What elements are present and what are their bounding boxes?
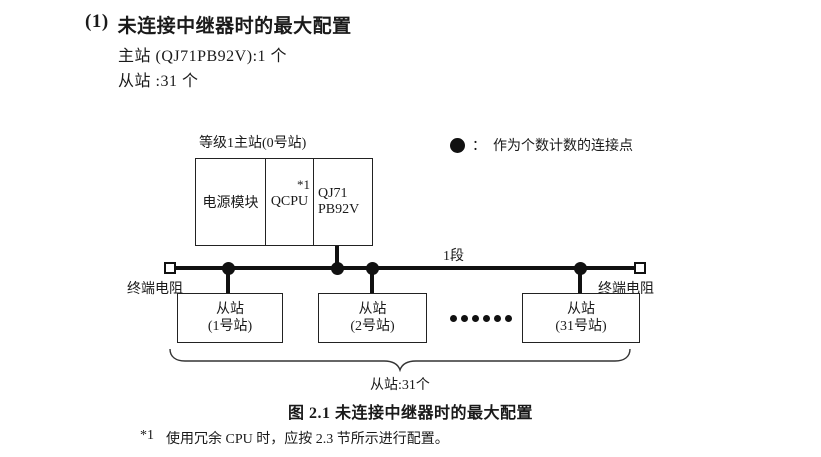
connection-dot [331,262,344,275]
qcpu-label: QCPU [270,194,309,209]
terminator-left-icon [164,262,176,274]
pb92v-line1: QJ71 [318,185,348,201]
footnote-ref: *1 [297,177,310,192]
qcpu-cell: *1 QCPU [266,159,314,245]
slave31-station-no: (31号站) [555,319,607,334]
legend: ： 作为个数计数的连接点 [450,135,633,155]
connection-dot [366,262,379,275]
bus-line [176,266,634,270]
ellipsis-dots-icon [450,315,512,322]
master-count-line: 主站 (QJ71PB92V):1 个 [118,48,288,65]
power-module-cell: 电源模块 [196,159,266,245]
slave1-drop-line [226,268,230,293]
page-title: 未连接中继器时的最大配置 [117,16,352,37]
terminator-left-label: 终端电阻 [127,282,183,297]
slave-count-line: 从站 :31 个 [118,73,199,90]
connection-dot [222,262,235,275]
terminator-right-icon [634,262,646,274]
legend-text: 作为个数计数的连接点 [493,139,633,154]
slave-box-31: 从站 (31号站) [522,293,640,343]
slave2-station-no: (2号站) [350,319,395,334]
master-station-label: 等级1主站(0号站) [199,136,307,151]
footnote-text: 使用冗余 CPU 时，应按 2.3 节所示进行配置。 [166,432,449,447]
legend-separator: ： [472,139,486,154]
pb92v-cell: QJ71 PB92V [314,159,372,245]
segment-label: 1段 [443,249,464,264]
pb92v-line2: PB92V [318,202,360,217]
section-heading: (1) 未连接中继器时的最大配置 [85,11,352,38]
master-drop-line [335,246,339,268]
slave1-label: 从站 [216,301,244,317]
figure-caption: 图 2.1 未连接中继器时的最大配置 [287,405,533,422]
slave31-label: 从站 [567,301,595,317]
section-index: (1) [85,11,109,32]
slave31-drop-line [578,268,582,293]
connection-dot [574,262,587,275]
master-station-box: 电源模块 *1 QCPU QJ71 PB92V [195,158,373,246]
slave2-drop-line [370,268,374,293]
footnote-marker: *1 [140,428,154,443]
slave2-label: 从站 [358,301,387,317]
slave-total-label: 从站:31个 [370,378,430,393]
slave-box-1: 从站 (1号站) [177,293,283,343]
slave-box-2: 从站 (2号站) [318,293,427,343]
slaves-brace [169,348,631,372]
connection-point-icon [450,137,465,153]
footnote: *1 使用冗余 CPU 时，应按 2.3 节所示进行配置。 [140,428,449,448]
slave1-station-no: (1号站) [207,319,253,334]
